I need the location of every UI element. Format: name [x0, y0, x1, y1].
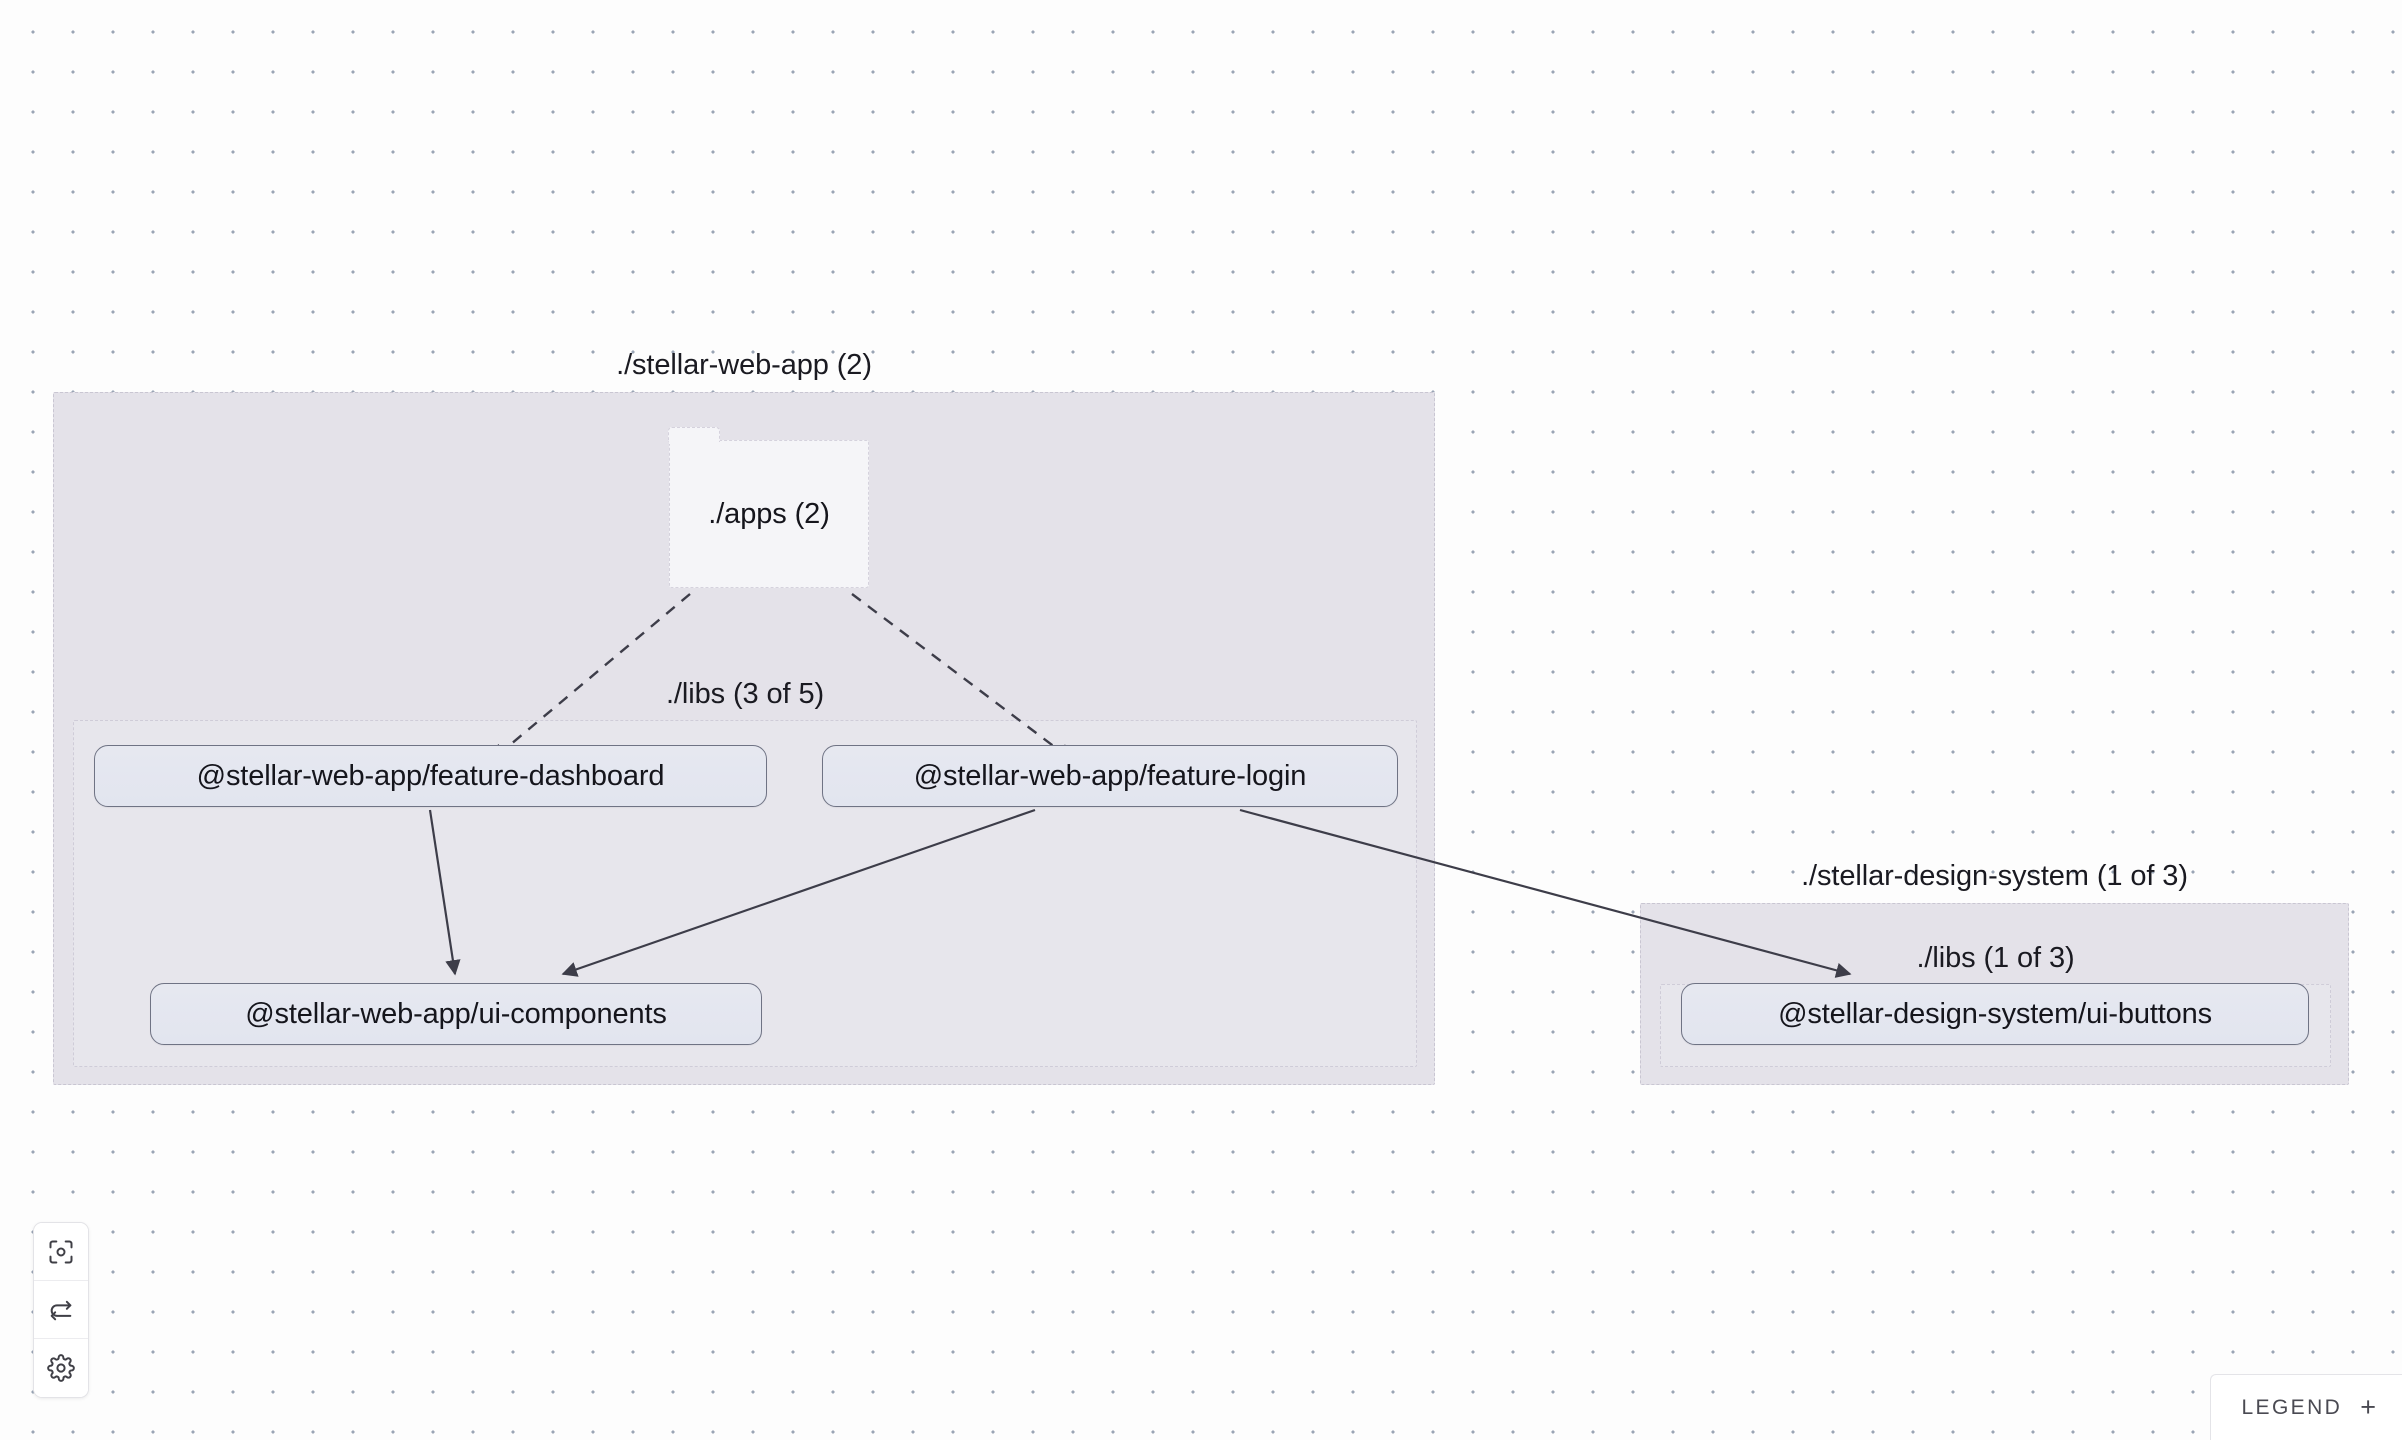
focus-graph-button[interactable]: [34, 1223, 88, 1281]
focus-target-icon: [47, 1238, 75, 1266]
gear-icon: [47, 1354, 75, 1382]
refresh-icon: [47, 1296, 75, 1324]
lib-node-feature-dashboard[interactable]: @stellar-web-app/feature-dashboard: [94, 745, 767, 807]
lib-node-label: @stellar-web-app/feature-dashboard: [196, 759, 665, 792]
legend-panel[interactable]: LEGEND +: [2210, 1374, 2402, 1440]
dir-group-title: ./libs (1 of 3): [1916, 942, 2075, 974]
folder-node-label: ./apps (2): [708, 497, 830, 530]
plus-icon[interactable]: +: [2360, 1392, 2376, 1422]
lib-node-feature-login[interactable]: @stellar-web-app/feature-login: [822, 745, 1398, 807]
legend-label: LEGEND: [2241, 1395, 2343, 1419]
lib-node-label: @stellar-web-app/ui-components: [245, 997, 667, 1030]
folder-node-apps[interactable]: ./apps (2): [667, 427, 869, 588]
lib-node-label: @stellar-design-system/ui-buttons: [1778, 997, 2212, 1030]
refresh-graph-button[interactable]: [34, 1281, 88, 1339]
project-group-title: ./stellar-web-app (2): [616, 349, 872, 381]
lib-node-label: @stellar-web-app/feature-login: [913, 759, 1307, 792]
folder-shape: [669, 440, 869, 588]
lib-node-ui-buttons[interactable]: @stellar-design-system/ui-buttons: [1681, 983, 2309, 1045]
graph-controls[interactable]: [33, 1222, 89, 1398]
lib-node-ui-components[interactable]: @stellar-web-app/ui-components: [150, 983, 762, 1045]
settings-button[interactable]: [34, 1339, 88, 1397]
project-group-title: ./stellar-design-system (1 of 3): [1801, 860, 2188, 892]
folder-tab: [667, 427, 720, 442]
dir-group-title: ./libs (3 of 5): [665, 678, 825, 710]
folder-tab-mask: [669, 440, 718, 444]
